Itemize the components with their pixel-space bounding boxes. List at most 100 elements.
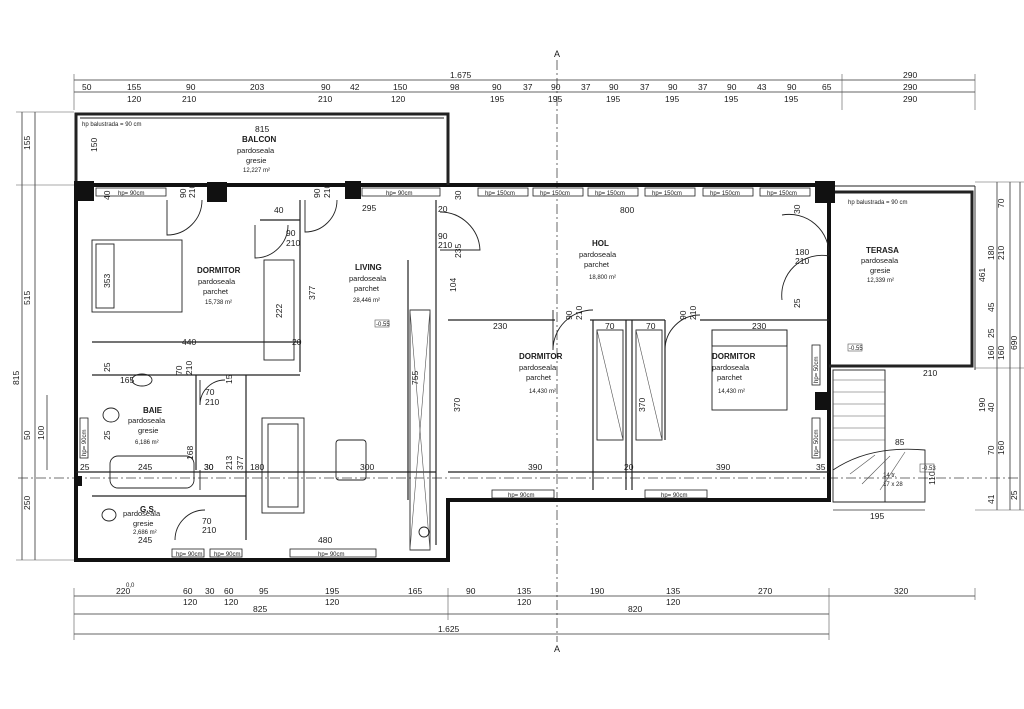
bottom-dim2: 120: [183, 597, 197, 607]
right-dim: 160: [996, 346, 1006, 360]
balustrade-note: hp balustrada = 90 cm: [848, 200, 908, 206]
top-right-total-dim: 290: [903, 70, 917, 80]
level-tag-box: [374, 319, 390, 328]
bottom-dim: 220: [116, 586, 130, 596]
right-dim: 210: [996, 246, 1006, 260]
svg-text:20: 20: [292, 337, 302, 347]
level-tag: -0.55: [376, 322, 390, 328]
bottom-dim: 270: [758, 586, 772, 596]
window-tag: hp= 90cm: [508, 493, 535, 499]
window-tag: hp= 150cm: [540, 191, 570, 197]
right-dim: 180: [986, 246, 996, 260]
top-dim: 37: [698, 82, 708, 92]
top-dim: 42: [350, 82, 360, 92]
svg-text:40: 40: [274, 205, 284, 215]
svg-text:gresie: gresie: [133, 519, 153, 528]
svg-text:90: 90: [286, 228, 296, 238]
toilet-2: [101, 508, 117, 522]
svg-text:pardoseala: pardoseala: [861, 256, 899, 265]
window-tag: hp= 90cm: [176, 552, 203, 558]
room-name: DORMITOR: [712, 352, 756, 361]
svg-text:pardoseala: pardoseala: [198, 277, 236, 286]
stair-top-dim: 85: [895, 437, 905, 447]
svg-text:210: 210: [205, 397, 219, 407]
stair-size: 17 x 28: [883, 482, 903, 488]
svg-text:210: 210: [322, 184, 332, 198]
top-dim: 43: [757, 82, 767, 92]
bottom-dim2: 120: [325, 597, 339, 607]
top-dim2: 120: [127, 94, 141, 104]
left-dim: 100: [36, 426, 46, 440]
svg-text:230: 230: [493, 321, 507, 331]
svg-text:pardoseala: pardoseala: [128, 416, 166, 425]
svg-text:390: 390: [528, 462, 542, 472]
top-dim: 155: [127, 82, 141, 92]
bottom-dim2: 120: [224, 597, 238, 607]
sink: [131, 373, 153, 387]
room-terasa: hp balustrada = 90 cm TERASA pardoseala …: [848, 200, 908, 284]
svg-text:377: 377: [307, 286, 317, 300]
top-total-dim: 1.675: [450, 70, 472, 80]
svg-text:25: 25: [102, 430, 112, 440]
svg-text:377: 377: [235, 456, 245, 470]
svg-text:180: 180: [795, 247, 809, 257]
right-dim: 160: [996, 441, 1006, 455]
room-balcon: hp balustrada = 90 cm 815 150 BALCON par…: [82, 122, 276, 174]
top-dim2: 195: [490, 94, 504, 104]
svg-text:168: 168: [185, 446, 195, 460]
svg-text:30: 30: [453, 190, 463, 200]
bottom-dim2: 120: [517, 597, 531, 607]
svg-text:210: 210: [286, 238, 300, 248]
svg-text:90: 90: [564, 310, 574, 320]
balcon-width: 815: [255, 124, 269, 134]
window-tag: hp= 90cm: [118, 191, 145, 197]
window-tag: hp= 150cm: [485, 191, 515, 197]
window-tag: hp= 50cm: [814, 356, 820, 383]
bottom-left-total: 825: [253, 604, 267, 614]
bottom-overall-total: 1.625: [438, 624, 460, 634]
top-dim2: 195: [724, 94, 738, 104]
room-name: DORMITOR: [519, 352, 563, 361]
svg-text:parchet: parchet: [203, 287, 229, 296]
svg-text:70: 70: [202, 516, 212, 526]
balcon-depth: 150: [89, 138, 99, 152]
room-area: 12,227 m²: [243, 168, 270, 174]
top-dim: 290: [903, 82, 917, 92]
svg-text:210: 210: [184, 361, 194, 375]
svg-text:parchet: parchet: [717, 373, 743, 382]
svg-text:210: 210: [923, 368, 937, 378]
svg-text:gresie: gresie: [246, 156, 266, 165]
top-dim: 37: [523, 82, 533, 92]
svg-text:30: 30: [204, 462, 214, 472]
window-tag: hp= 150cm: [767, 191, 797, 197]
svg-text:210: 210: [202, 525, 216, 535]
svg-text:180: 180: [250, 462, 264, 472]
room-dormitor-3: DORMITOR pardoseala parchet 14,430 m²: [712, 352, 756, 395]
svg-text:235: 235: [453, 244, 463, 258]
left-dimensions: 155 515 815 50 100 250: [11, 111, 74, 561]
svg-text:gresie: gresie: [870, 266, 890, 275]
bottom-dim: 135: [517, 586, 531, 596]
svg-text:222: 222: [274, 304, 284, 318]
left-dim: 515: [22, 291, 32, 305]
top-dim: 90: [551, 82, 561, 92]
window-tag: hp= 90cm: [661, 493, 688, 499]
bottom-sub-dim: 0,0: [126, 583, 135, 589]
top-dim: 98: [450, 82, 460, 92]
bottom-dim: 195: [325, 586, 339, 596]
table: [335, 439, 367, 481]
window-tag: hp= 150cm: [595, 191, 625, 197]
right-dim: 45: [986, 302, 996, 312]
svg-text:800: 800: [620, 205, 634, 215]
top-dim2: 210: [318, 94, 332, 104]
top-dim2: 195: [665, 94, 679, 104]
level-tag: -0.55: [849, 346, 863, 352]
svg-text:70: 70: [174, 365, 184, 375]
right-dim: 40: [986, 402, 996, 412]
bottom-dim: 320: [894, 586, 908, 596]
svg-text:210: 210: [438, 240, 452, 250]
stair-side-dim: 110: [927, 471, 937, 485]
svg-text:pardoseala: pardoseala: [237, 146, 275, 155]
toilet: [102, 407, 120, 423]
svg-text:213: 213: [224, 456, 234, 470]
